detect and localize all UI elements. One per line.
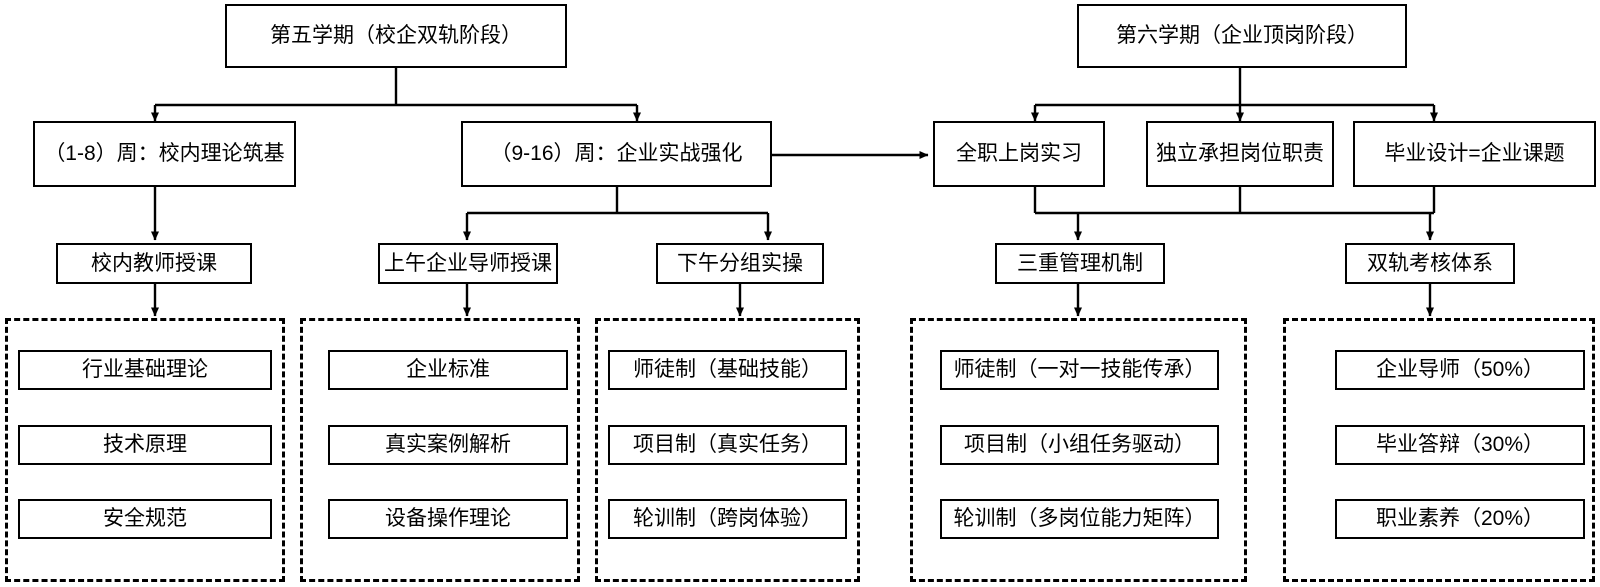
group-management bbox=[910, 318, 1247, 582]
leaf-label: 轮训制（多岗位能力矩阵） bbox=[953, 507, 1206, 531]
phase-label-sem5: 第五学期（校企双轨阶段） bbox=[270, 24, 522, 48]
leaf-label: 企业导师（50%） bbox=[1375, 358, 1545, 382]
track-label-weeks-1-8: （1-8）周：校内理论筑基 bbox=[44, 142, 285, 166]
leaf-label: 师徒制（基础技能） bbox=[633, 358, 822, 382]
leaf-practice-1[interactable]: 项目制（真实任务） bbox=[608, 425, 847, 465]
group-practice bbox=[595, 318, 860, 582]
leaf-assessment-1[interactable]: 毕业答辩（30%） bbox=[1335, 425, 1585, 465]
phase-label-sem6: 第六学期（企业顶岗阶段） bbox=[1116, 24, 1368, 48]
leaf-label: 技术原理 bbox=[103, 433, 187, 457]
mode-label-dual-assessment: 双轨考核体系 bbox=[1367, 251, 1493, 275]
leaf-label: 项目制（真实任务） bbox=[633, 433, 822, 457]
mode-label-morning-mentor: 上午企业导师授课 bbox=[384, 251, 552, 275]
leaf-label: 企业标准 bbox=[406, 358, 490, 382]
mode-label-afternoon-practice: 下午分组实操 bbox=[677, 251, 803, 275]
leaf-assessment-2[interactable]: 职业素养（20%） bbox=[1335, 499, 1585, 539]
leaf-mentor-1[interactable]: 真实案例解析 bbox=[328, 425, 568, 465]
mode-label-school-teacher: 校内教师授课 bbox=[91, 251, 217, 275]
duty-label-independent: 独立承担岗位职责 bbox=[1156, 142, 1324, 166]
leaf-label: 真实案例解析 bbox=[385, 433, 511, 457]
leaf-management-2[interactable]: 轮训制（多岗位能力矩阵） bbox=[940, 499, 1219, 539]
phase-box-sem5[interactable]: 第五学期（校企双轨阶段） bbox=[225, 4, 567, 68]
leaf-management-0[interactable]: 师徒制（一对一技能传承） bbox=[940, 350, 1219, 390]
leaf-practice-2[interactable]: 轮训制（跨岗体验） bbox=[608, 499, 847, 539]
group-theory bbox=[5, 318, 285, 582]
leaf-theory-2[interactable]: 安全规范 bbox=[18, 499, 272, 539]
leaf-mentor-0[interactable]: 企业标准 bbox=[328, 350, 568, 390]
phase-box-sem6[interactable]: 第六学期（企业顶岗阶段） bbox=[1077, 4, 1407, 68]
leaf-label: 轮训制（跨岗体验） bbox=[633, 507, 822, 531]
leaf-label: 行业基础理论 bbox=[82, 358, 208, 382]
duty-box-capstone[interactable]: 毕业设计=企业课题 bbox=[1353, 121, 1596, 187]
group-assessment bbox=[1283, 318, 1595, 582]
leaf-label: 毕业答辩（30%） bbox=[1375, 433, 1545, 457]
leaf-theory-0[interactable]: 行业基础理论 bbox=[18, 350, 272, 390]
leaf-label: 安全规范 bbox=[103, 507, 187, 531]
mode-box-dual-assessment[interactable]: 双轨考核体系 bbox=[1345, 243, 1515, 284]
leaf-practice-0[interactable]: 师徒制（基础技能） bbox=[608, 350, 847, 390]
duty-label-capstone: 毕业设计=企业课题 bbox=[1384, 142, 1565, 166]
mode-box-triple-management[interactable]: 三重管理机制 bbox=[995, 243, 1165, 284]
duty-box-independent[interactable]: 独立承担岗位职责 bbox=[1146, 121, 1334, 187]
track-box-weeks-9-16[interactable]: （9-16）周：企业实战强化 bbox=[461, 121, 772, 187]
mode-box-afternoon-practice[interactable]: 下午分组实操 bbox=[656, 243, 824, 284]
group-mentor bbox=[300, 318, 580, 582]
leaf-mentor-2[interactable]: 设备操作理论 bbox=[328, 499, 568, 539]
leaf-label: 职业素养（20%） bbox=[1375, 507, 1545, 531]
leaf-label: 项目制（小组任务驱动） bbox=[964, 433, 1195, 457]
duty-box-fulltime[interactable]: 全职上岗实习 bbox=[933, 121, 1105, 187]
track-label-weeks-9-16: （9-16）周：企业实战强化 bbox=[490, 142, 743, 166]
leaf-assessment-0[interactable]: 企业导师（50%） bbox=[1335, 350, 1585, 390]
leaf-label: 设备操作理论 bbox=[385, 507, 511, 531]
mode-label-triple-management: 三重管理机制 bbox=[1017, 251, 1143, 275]
track-box-weeks-1-8[interactable]: （1-8）周：校内理论筑基 bbox=[33, 121, 296, 187]
leaf-management-1[interactable]: 项目制（小组任务驱动） bbox=[940, 425, 1219, 465]
leaf-label: 师徒制（一对一技能传承） bbox=[953, 358, 1206, 382]
duty-label-fulltime: 全职上岗实习 bbox=[956, 142, 1082, 166]
mode-box-morning-mentor[interactable]: 上午企业导师授课 bbox=[378, 243, 558, 284]
leaf-theory-1[interactable]: 技术原理 bbox=[18, 425, 272, 465]
mode-box-school-teacher[interactable]: 校内教师授课 bbox=[56, 243, 252, 284]
